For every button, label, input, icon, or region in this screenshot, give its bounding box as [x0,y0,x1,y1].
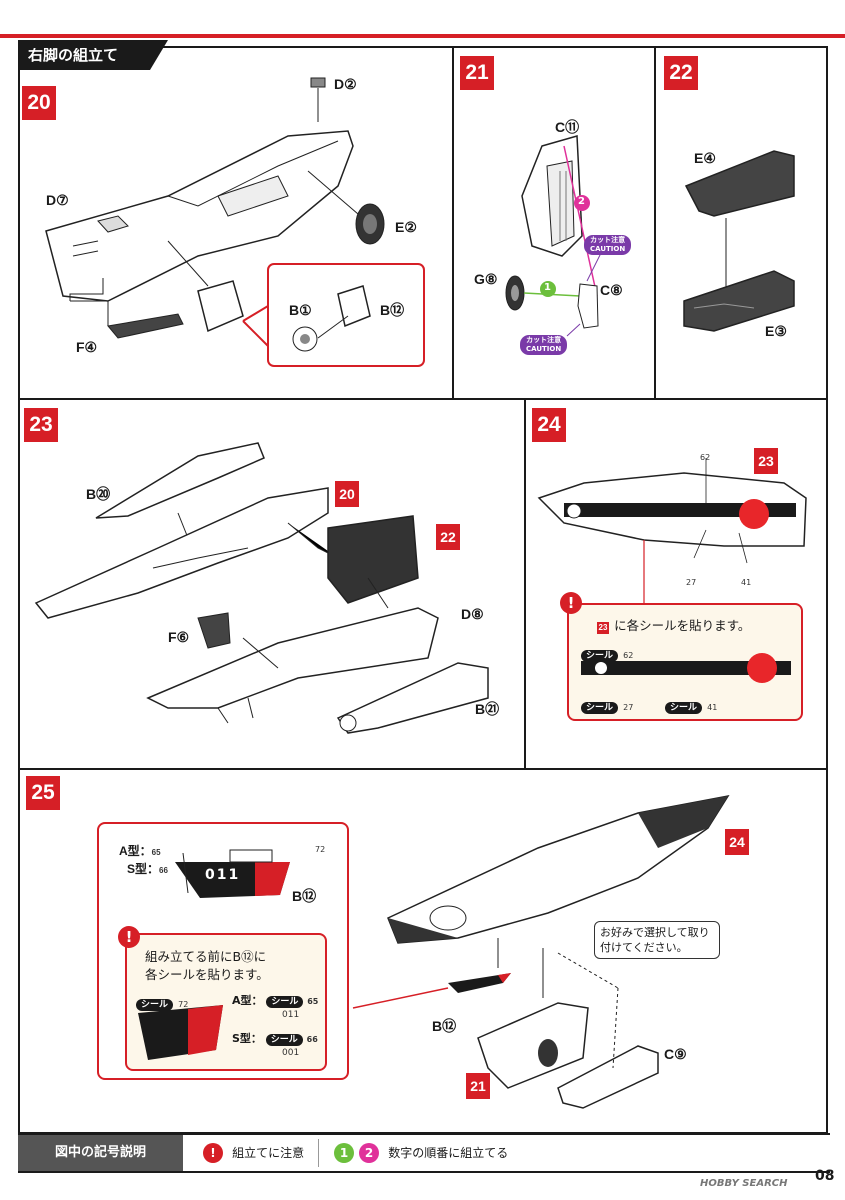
legend-title: 図中の記号説明 [18,1135,183,1171]
part-label-e2: E② [395,219,417,235]
part-label-b12: B⑫ [292,888,317,904]
part-label-c9: C⑨ [664,1046,687,1062]
part-label-e3: E③ [765,323,787,339]
legend-caution-text: 組立てに注意 [232,1146,305,1160]
caution-icon: ! [560,592,582,614]
step-23-illustration [34,442,489,734]
s-code: 001 [282,1048,300,1058]
step-24-note: 23 に各シールを貼ります。 シール 62 シール 27 シール 41 [567,603,803,721]
a-code: 011 [282,1010,300,1020]
step-number: 22 [664,56,698,90]
seal-tag: シール [581,650,619,662]
part-label-b21: B㉑ [475,701,500,717]
order-number-1: 1 [544,282,551,293]
step-20-illustration [45,77,425,367]
seal-number-27: 27 [686,578,697,587]
part-label-b1: B① [289,302,312,318]
order-number-2: 2 [578,196,585,207]
order-icon-1: 1 [334,1143,354,1163]
step-number: 24 [532,408,566,442]
part-label-f6: F⑥ [168,629,190,645]
step-number: 25 [26,776,60,810]
caution-icon: ! [203,1143,223,1163]
part-label-e4: E④ [694,150,716,166]
legend-order-text: 数字の順番に組立てる [388,1146,509,1160]
step-21-illustration [505,135,603,337]
note-line-1: 組み立てる前にB⑫に [145,949,267,964]
page-number: 08 [815,1168,835,1184]
seal-tag: シール [136,999,174,1011]
choose-note: お好みで選択して取り付けてください。 [594,921,720,959]
part-label-d2: D② [334,76,357,92]
step-reference: 22 [436,524,460,550]
step-22-illustration [683,150,795,332]
seal-number-62: 62 [700,453,711,462]
a-type-label: A型：65 [119,844,161,858]
watermark: HOBBY SEARCH [700,1178,788,1189]
part-label-b20: B⑳ [86,486,111,502]
step-reference: 23 [597,622,609,634]
part-label-d7: D⑦ [46,192,69,208]
note-line-2: 各シールを貼ります。 [145,967,269,982]
caution-badge: カット注意 CAUTION [584,235,632,255]
step-number: 20 [22,86,56,120]
step-24-illustration [537,458,807,603]
seal-tag: シール [665,702,703,714]
s-type-label: S型：66 [127,862,168,876]
note-text: に各シールを貼ります。 [614,618,751,633]
part-label-b12: B⑫ [380,302,405,318]
step-number: 21 [460,56,494,90]
part-label-g8: G⑧ [474,271,498,287]
decal-b12-shape [175,849,290,898]
seal-number: 62 [623,651,634,660]
part-label-c8: C⑧ [600,282,623,298]
caution-badge: カット注意 CAUTION [520,335,568,355]
part-label-f4: F④ [76,339,98,355]
part-label-b12: B⑫ [432,1018,457,1034]
step-reference: 23 [754,448,778,474]
seal-number: 41 [707,703,718,712]
order-icon-2: 2 [359,1143,380,1163]
top-bar [0,0,845,38]
seal-number-72: 72 [315,845,326,854]
step-25-illustration [182,794,730,1109]
decal-code: 011 [205,867,241,883]
legend-bar: 図中の記号説明 ! 組立てに注意 1 2 数字の順番に組立てる [18,1133,830,1173]
part-label-c11: C⑪ [555,119,580,135]
seal-62-preview [581,653,791,683]
step-number: 23 [24,408,58,442]
page-title: 右脚の組立て [18,40,168,70]
caution-icon: ! [118,926,140,948]
seal-72-preview [138,1005,223,1060]
seal-number: 27 [623,703,634,712]
seal-tag: シール [581,702,619,714]
step-reference: 24 [725,829,749,855]
step-reference: 20 [335,481,359,507]
step-reference: 21 [466,1073,490,1099]
part-label-d8: D⑧ [461,606,484,622]
seal-number-41: 41 [741,578,752,587]
